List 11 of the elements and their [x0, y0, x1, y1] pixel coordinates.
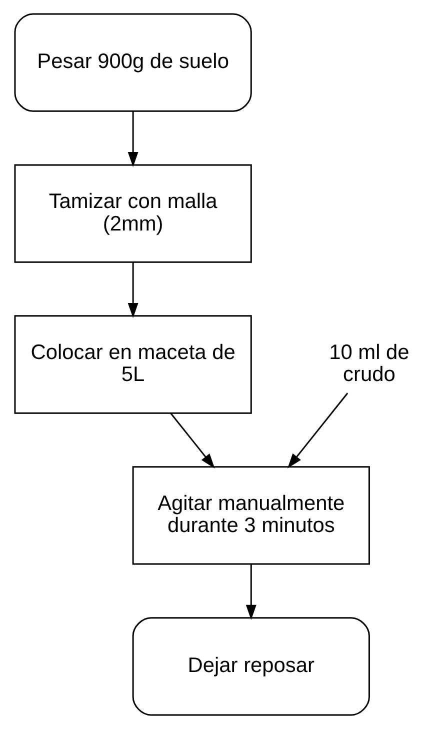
node-text: 10 ml de crudo	[329, 340, 410, 386]
node-box: Colocar en maceta de 5L	[14, 315, 252, 414]
arrow	[128, 111, 138, 168]
node-box: Dejar reposar	[132, 617, 370, 716]
node-box: Agitar manualmente durante 3 minutos	[132, 466, 370, 565]
arrow	[246, 564, 256, 620]
arrow	[170, 412, 215, 468]
arrow	[128, 262, 138, 318]
arrow	[288, 392, 348, 468]
node-box: Pesar 900g de suelo	[14, 13, 252, 112]
node-box: Tamizar con malla (2mm)	[14, 164, 252, 263]
